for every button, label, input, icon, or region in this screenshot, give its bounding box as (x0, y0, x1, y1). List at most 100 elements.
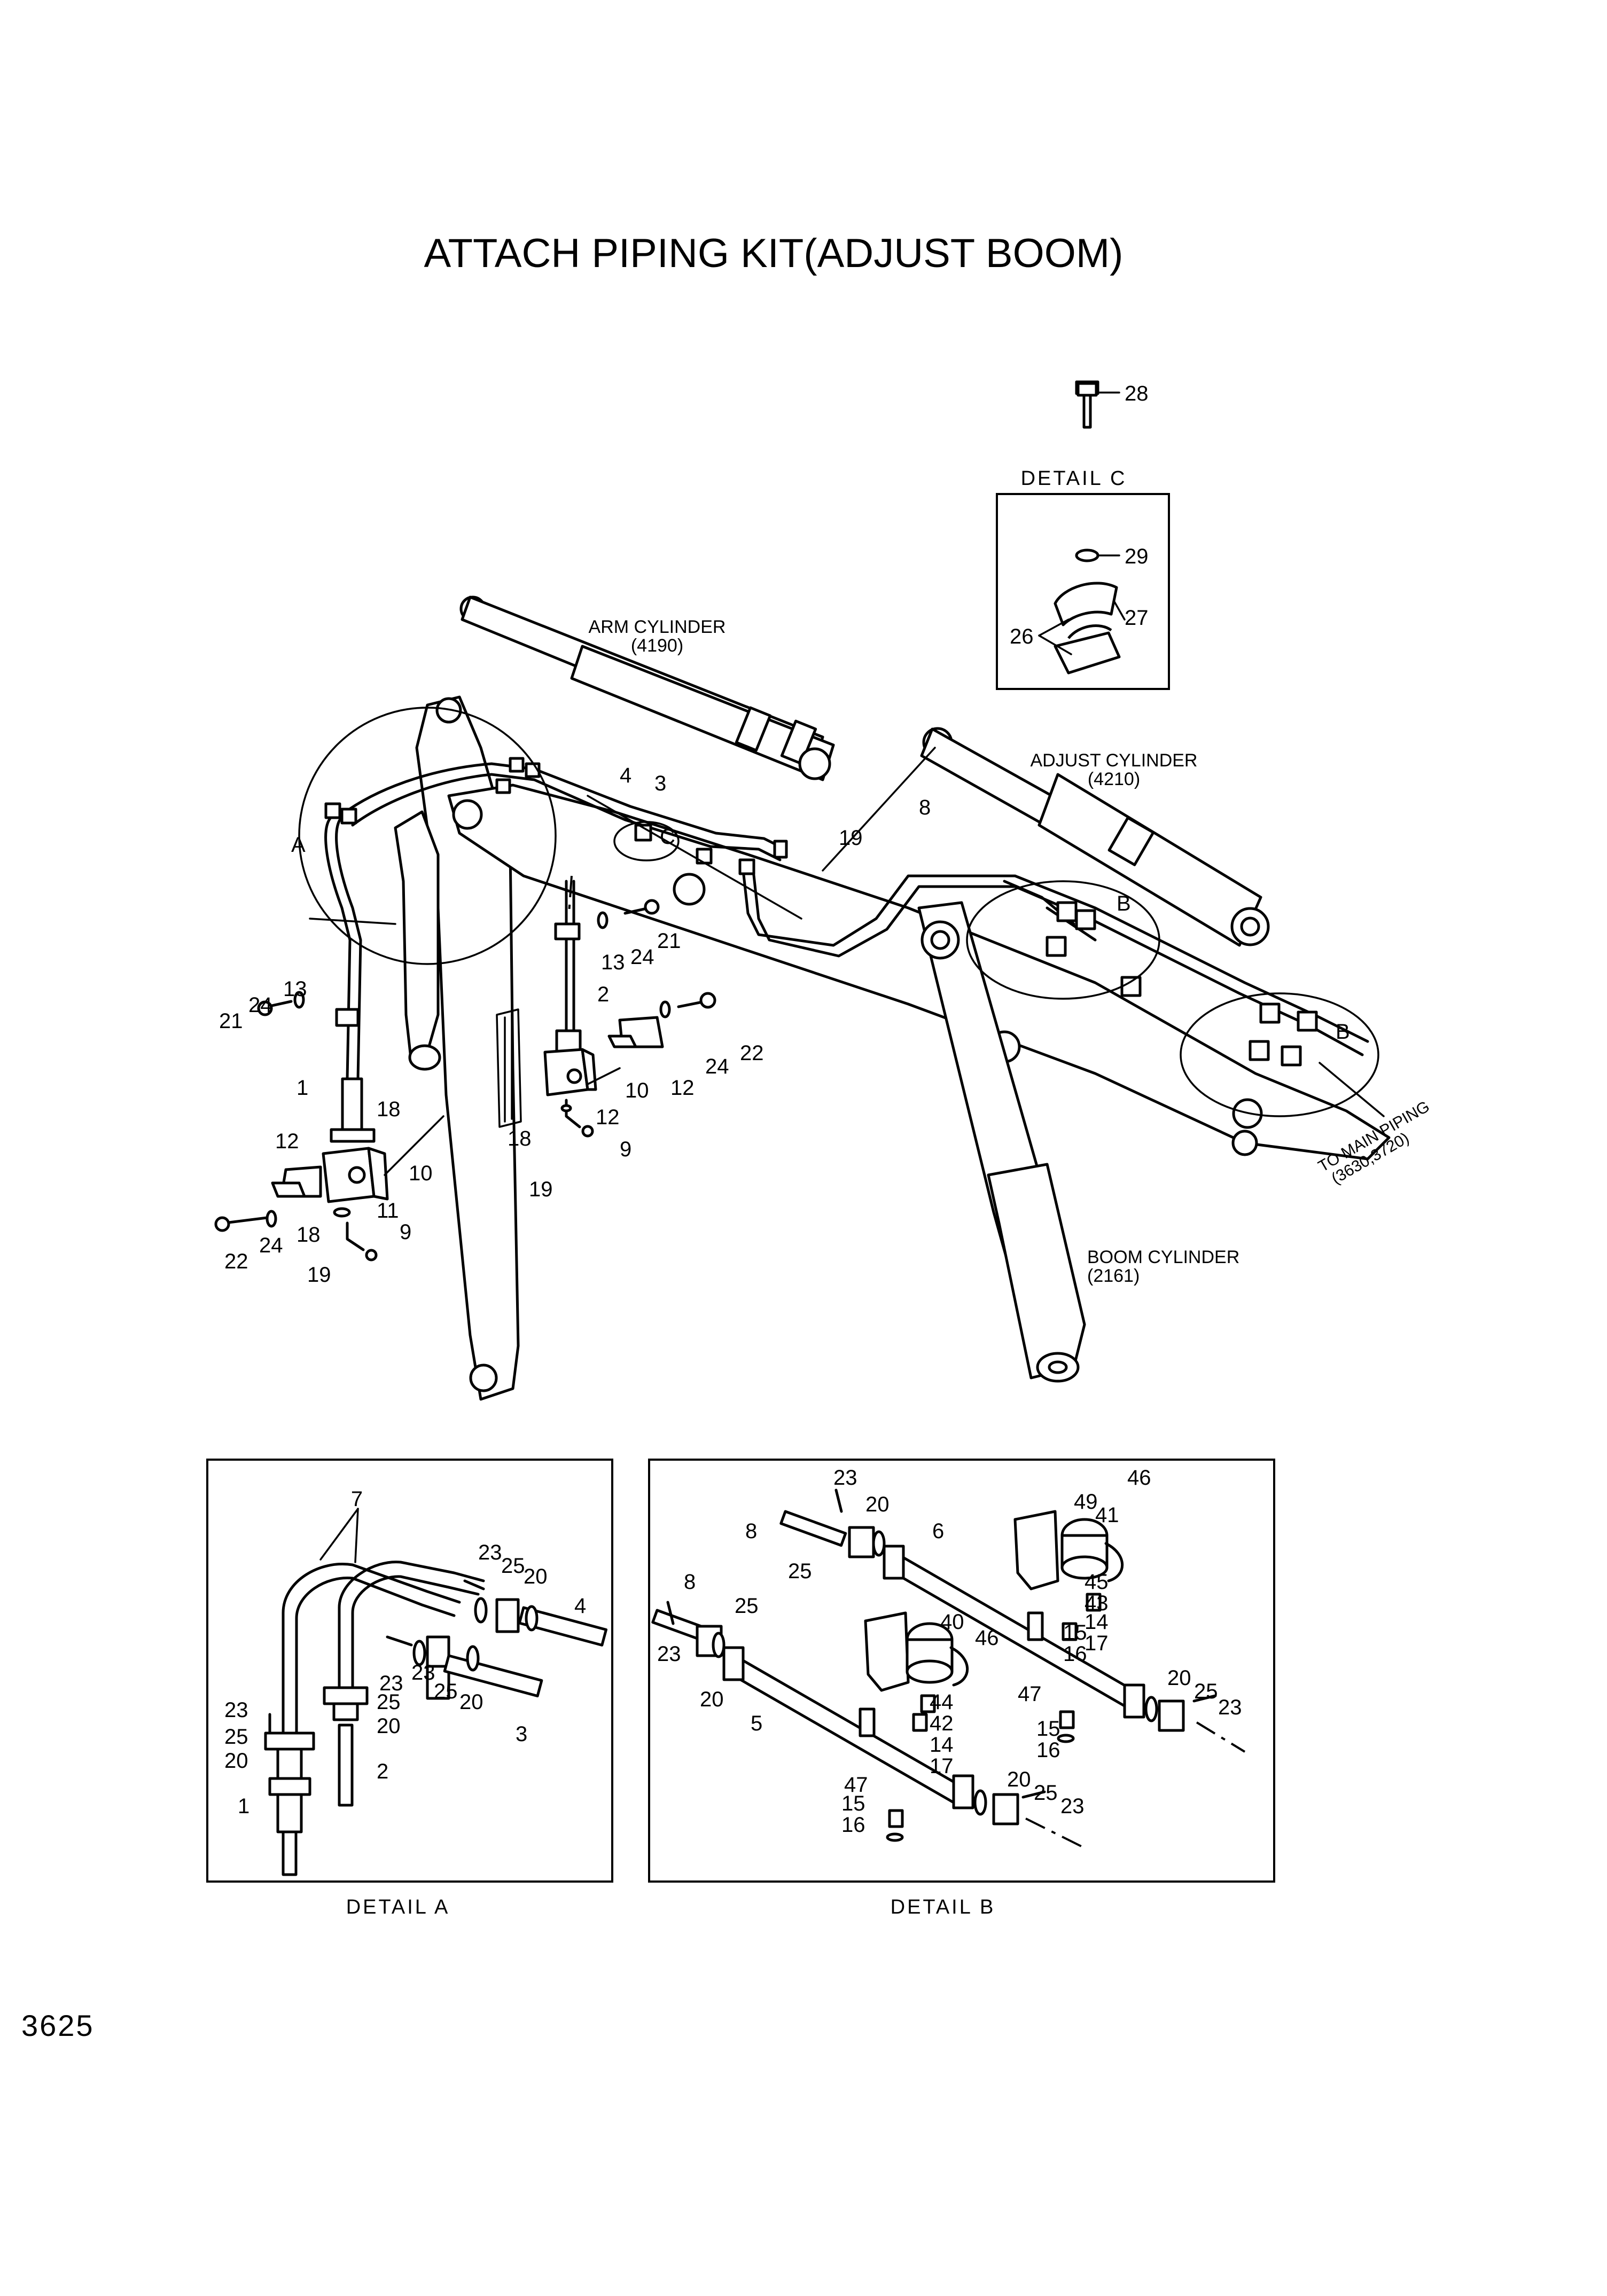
callout: 19 (307, 1263, 331, 1287)
callout: 9 (620, 1138, 631, 1161)
callout: 20 (377, 1714, 401, 1738)
callout: 15 (1063, 1621, 1087, 1644)
callout: 14 (1085, 1610, 1109, 1634)
callout: 15 (1036, 1717, 1060, 1741)
callout: 24 (248, 993, 272, 1017)
callout: 24 (259, 1234, 283, 1257)
callout: 2 (597, 983, 609, 1006)
callout: 2 (377, 1760, 388, 1783)
callout: 25 (224, 1725, 248, 1749)
callout: 25 (1194, 1680, 1218, 1703)
callout: 12 (670, 1076, 695, 1100)
boom-cylinder-label: BOOM CYLINDER (1087, 1247, 1239, 1267)
callout: 20 (865, 1493, 890, 1516)
callout: 13 (601, 951, 625, 974)
adjust-cylinder-ref: (4210) (1088, 769, 1140, 789)
callout: 10 (625, 1079, 649, 1102)
callout: 10 (409, 1162, 433, 1185)
callout: 21 (219, 1009, 243, 1033)
callout: 9 (400, 1220, 411, 1244)
callout: 7 (351, 1487, 363, 1511)
callout: 16 (1036, 1738, 1060, 1762)
callout: 6 (932, 1519, 944, 1543)
callout: 17 (930, 1754, 954, 1778)
callout: 18 (377, 1098, 401, 1121)
callout: 40 (940, 1610, 964, 1634)
detail-a-title: DETAIL A (346, 1896, 450, 1918)
callout: 25 (377, 1690, 401, 1714)
callout: 1 (238, 1795, 249, 1818)
callout: 47 (844, 1773, 868, 1797)
callout: 3 (654, 772, 666, 795)
detail-c-frame (996, 493, 1170, 690)
callout: 23 (833, 1466, 857, 1490)
callout: 25 (735, 1594, 759, 1618)
detail-marker-b-1: B (1117, 892, 1131, 915)
main-assembly: ARM CYLINDER (4190) ADJUST CYLINDER (421… (214, 595, 1433, 1401)
callout: 25 (788, 1560, 812, 1583)
callout: 16 (841, 1813, 865, 1837)
detail-b-title: DETAIL B (891, 1896, 996, 1918)
callout: 8 (919, 796, 931, 819)
arm-cylinder-drawing (459, 595, 835, 781)
callout: 19 (529, 1178, 553, 1201)
callout: 18 (508, 1127, 532, 1150)
detail-marker-b-2: B (1336, 1020, 1350, 1044)
callout: 4 (620, 764, 631, 787)
callout: 28 (1125, 382, 1149, 405)
callout: 47 (1018, 1682, 1042, 1706)
callout: 44 (930, 1690, 954, 1714)
callout: 20 (224, 1749, 248, 1773)
callout: 12 (275, 1130, 299, 1153)
detail-marker-c: C (660, 825, 675, 849)
callout: 3 (516, 1722, 527, 1746)
callout: 41 (1095, 1503, 1119, 1527)
callout: 18 (297, 1223, 321, 1247)
center-valve-assembly (543, 899, 716, 1138)
detail-marker-a: A (291, 833, 306, 857)
detail-b-circle-1 (966, 880, 1160, 1000)
detail-a: DETAIL A 7 23 25 20 4 23 (206, 1459, 613, 1918)
callout: 27 (1125, 606, 1149, 630)
left-valve-assembly (214, 1077, 389, 1261)
boom-cylinder-drawing (917, 901, 1086, 1383)
left-clamp-bolt (257, 991, 360, 1027)
arm-structure-drawing (394, 695, 1391, 1401)
main-callouts: 4 3 19 8 13 24 21 21 24 13 2 22 24 12 1 … (219, 764, 931, 1287)
callout: 43 (1085, 1592, 1109, 1615)
callout: 17 (1085, 1632, 1109, 1655)
callout: 19 (839, 826, 863, 850)
callout: 16 (1063, 1642, 1087, 1666)
callout: 5 (751, 1712, 762, 1735)
callout: 23 (1060, 1795, 1085, 1818)
callout: 23 (1218, 1696, 1242, 1719)
callout: 25 (501, 1554, 525, 1578)
callout: 23 (657, 1642, 681, 1666)
callout: 20 (459, 1690, 483, 1714)
callout: 13 (283, 977, 307, 1001)
callout: 25 (1034, 1781, 1058, 1805)
detail-c-circle (613, 821, 680, 861)
callout: 22 (740, 1041, 764, 1065)
callout: 23 (224, 1698, 248, 1722)
boom-cylinder-ref: (2161) (1087, 1266, 1140, 1286)
callout: 26 (1010, 625, 1034, 648)
page-number: 3625 (21, 2009, 95, 2042)
callout: 21 (657, 929, 681, 953)
callout: 20 (1167, 1666, 1191, 1690)
detail-b-circle-2 (1180, 992, 1379, 1117)
callout: 23 (411, 1661, 435, 1684)
callout: 8 (684, 1570, 696, 1594)
callout: 25 (434, 1680, 458, 1703)
callout: 11 (377, 1199, 399, 1223)
callout: 42 (930, 1712, 954, 1735)
callout: 23 (478, 1541, 502, 1564)
detail-b: DETAIL B (648, 1459, 1275, 1918)
detail-b-frame (648, 1459, 1275, 1883)
callout: 24 (705, 1055, 729, 1078)
fittings (324, 757, 1318, 1067)
arm-cylinder-label: ARM CYLINDER (589, 617, 726, 637)
adjust-cylinder-drawing (920, 727, 1270, 947)
